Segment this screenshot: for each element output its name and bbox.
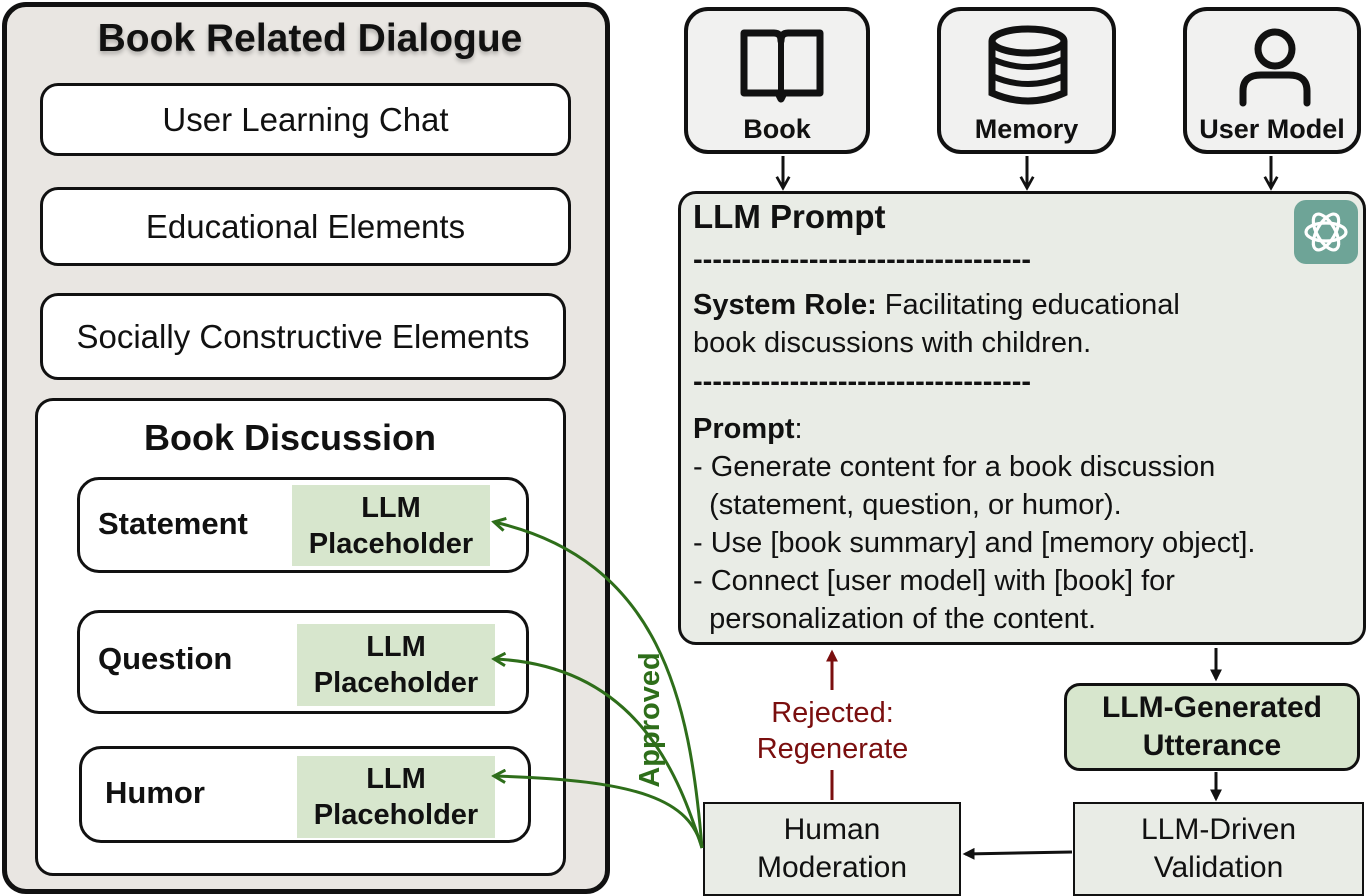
openai-icon: [1294, 200, 1358, 264]
llm-driven-validation-box: LLM-Driven Validation: [1073, 802, 1364, 896]
user-model-label: User Model: [1199, 113, 1345, 144]
human-moderation-box: Human Moderation: [703, 802, 961, 896]
generated-line2: Utterance: [1142, 729, 1282, 762]
question-llm-placeholder: LLM Placeholder: [297, 624, 495, 706]
validation-line2: Validation: [1153, 851, 1284, 884]
book-icon: [740, 29, 824, 103]
approved-label: Approved: [633, 652, 666, 788]
humor-label: Humor: [105, 775, 205, 810]
moderation-line2: Moderation: [756, 851, 908, 884]
moderation-line1: Human: [783, 813, 881, 846]
statement-llm-placeholder: LLM Placeholder: [292, 485, 490, 566]
validation-line1: LLM-Driven: [1140, 813, 1297, 846]
system-role-label: System Role:: [693, 289, 877, 321]
placeholder-line2: Placeholder: [313, 799, 479, 831]
database-icon: [988, 25, 1068, 105]
book-source-box: Book: [684, 7, 870, 154]
user-icon: [1239, 28, 1311, 107]
llm-prompt-box: [678, 191, 1366, 645]
panel-title: Book Related Dialogue: [97, 17, 523, 60]
system-role-line2: book discussions with children.: [693, 327, 1092, 359]
statement-label: Statement: [98, 506, 248, 541]
llm-generated-utterance-box: LLM-Generated Utterance: [1064, 683, 1360, 771]
prompt-colon: :: [794, 413, 803, 445]
placeholder-line2: Placeholder: [308, 527, 474, 560]
question-label: Question: [98, 641, 233, 676]
placeholder-line1: LLM: [361, 491, 421, 524]
prompt-divider-2: -----------------------------------: [693, 366, 1032, 398]
educational-elements-box: Educational Elements: [40, 187, 571, 266]
book-label: Book: [743, 113, 811, 144]
placeholder-line1: LLM: [366, 631, 426, 663]
user-learning-chat-box: User Learning Chat: [40, 83, 571, 156]
rejected-line1: Rejected:: [771, 697, 894, 729]
generated-line1: LLM-Generated: [1101, 691, 1323, 724]
memory-source-box: Memory: [937, 7, 1116, 154]
prompt-title: LLM Prompt: [693, 198, 886, 235]
socially-constructive-elements-box: Socially Constructive Elements: [40, 293, 566, 380]
book-discussion-title: Book Discussion: [143, 417, 437, 458]
user-model-source-box: User Model: [1183, 7, 1361, 154]
prompt-bullet-3: - Connect [user model] with [book] for: [693, 565, 1175, 597]
placeholder-line1: LLM: [366, 763, 426, 795]
rejected-regenerate-label: Rejected: Regenerate: [735, 693, 930, 769]
prompt-bullet-3-cont: personalization of the content.: [693, 603, 1097, 635]
prompt-heading: Prompt:: [693, 410, 803, 448]
validation-to-moderation-arrow: [962, 847, 1073, 860]
rejected-line2: Regenerate: [756, 733, 909, 765]
system-role-line1: System Role: Facilitating educational: [693, 286, 1180, 324]
placeholder-line2: Placeholder: [313, 667, 479, 699]
humor-llm-placeholder: LLM Placeholder: [297, 756, 495, 838]
prompt-divider: -----------------------------------: [693, 244, 1032, 276]
prompt-bullet-1: - Generate content for a book discussion: [693, 451, 1216, 483]
system-role-text: Facilitating educational: [876, 289, 1180, 321]
prompt-bullet-1-cont: (statement, question, or humor).: [693, 489, 1122, 521]
memory-label: Memory: [974, 113, 1079, 144]
prompt-bullet-2: - Use [book summary] and [memory object]…: [693, 527, 1256, 559]
prompt-label: Prompt: [693, 413, 795, 445]
